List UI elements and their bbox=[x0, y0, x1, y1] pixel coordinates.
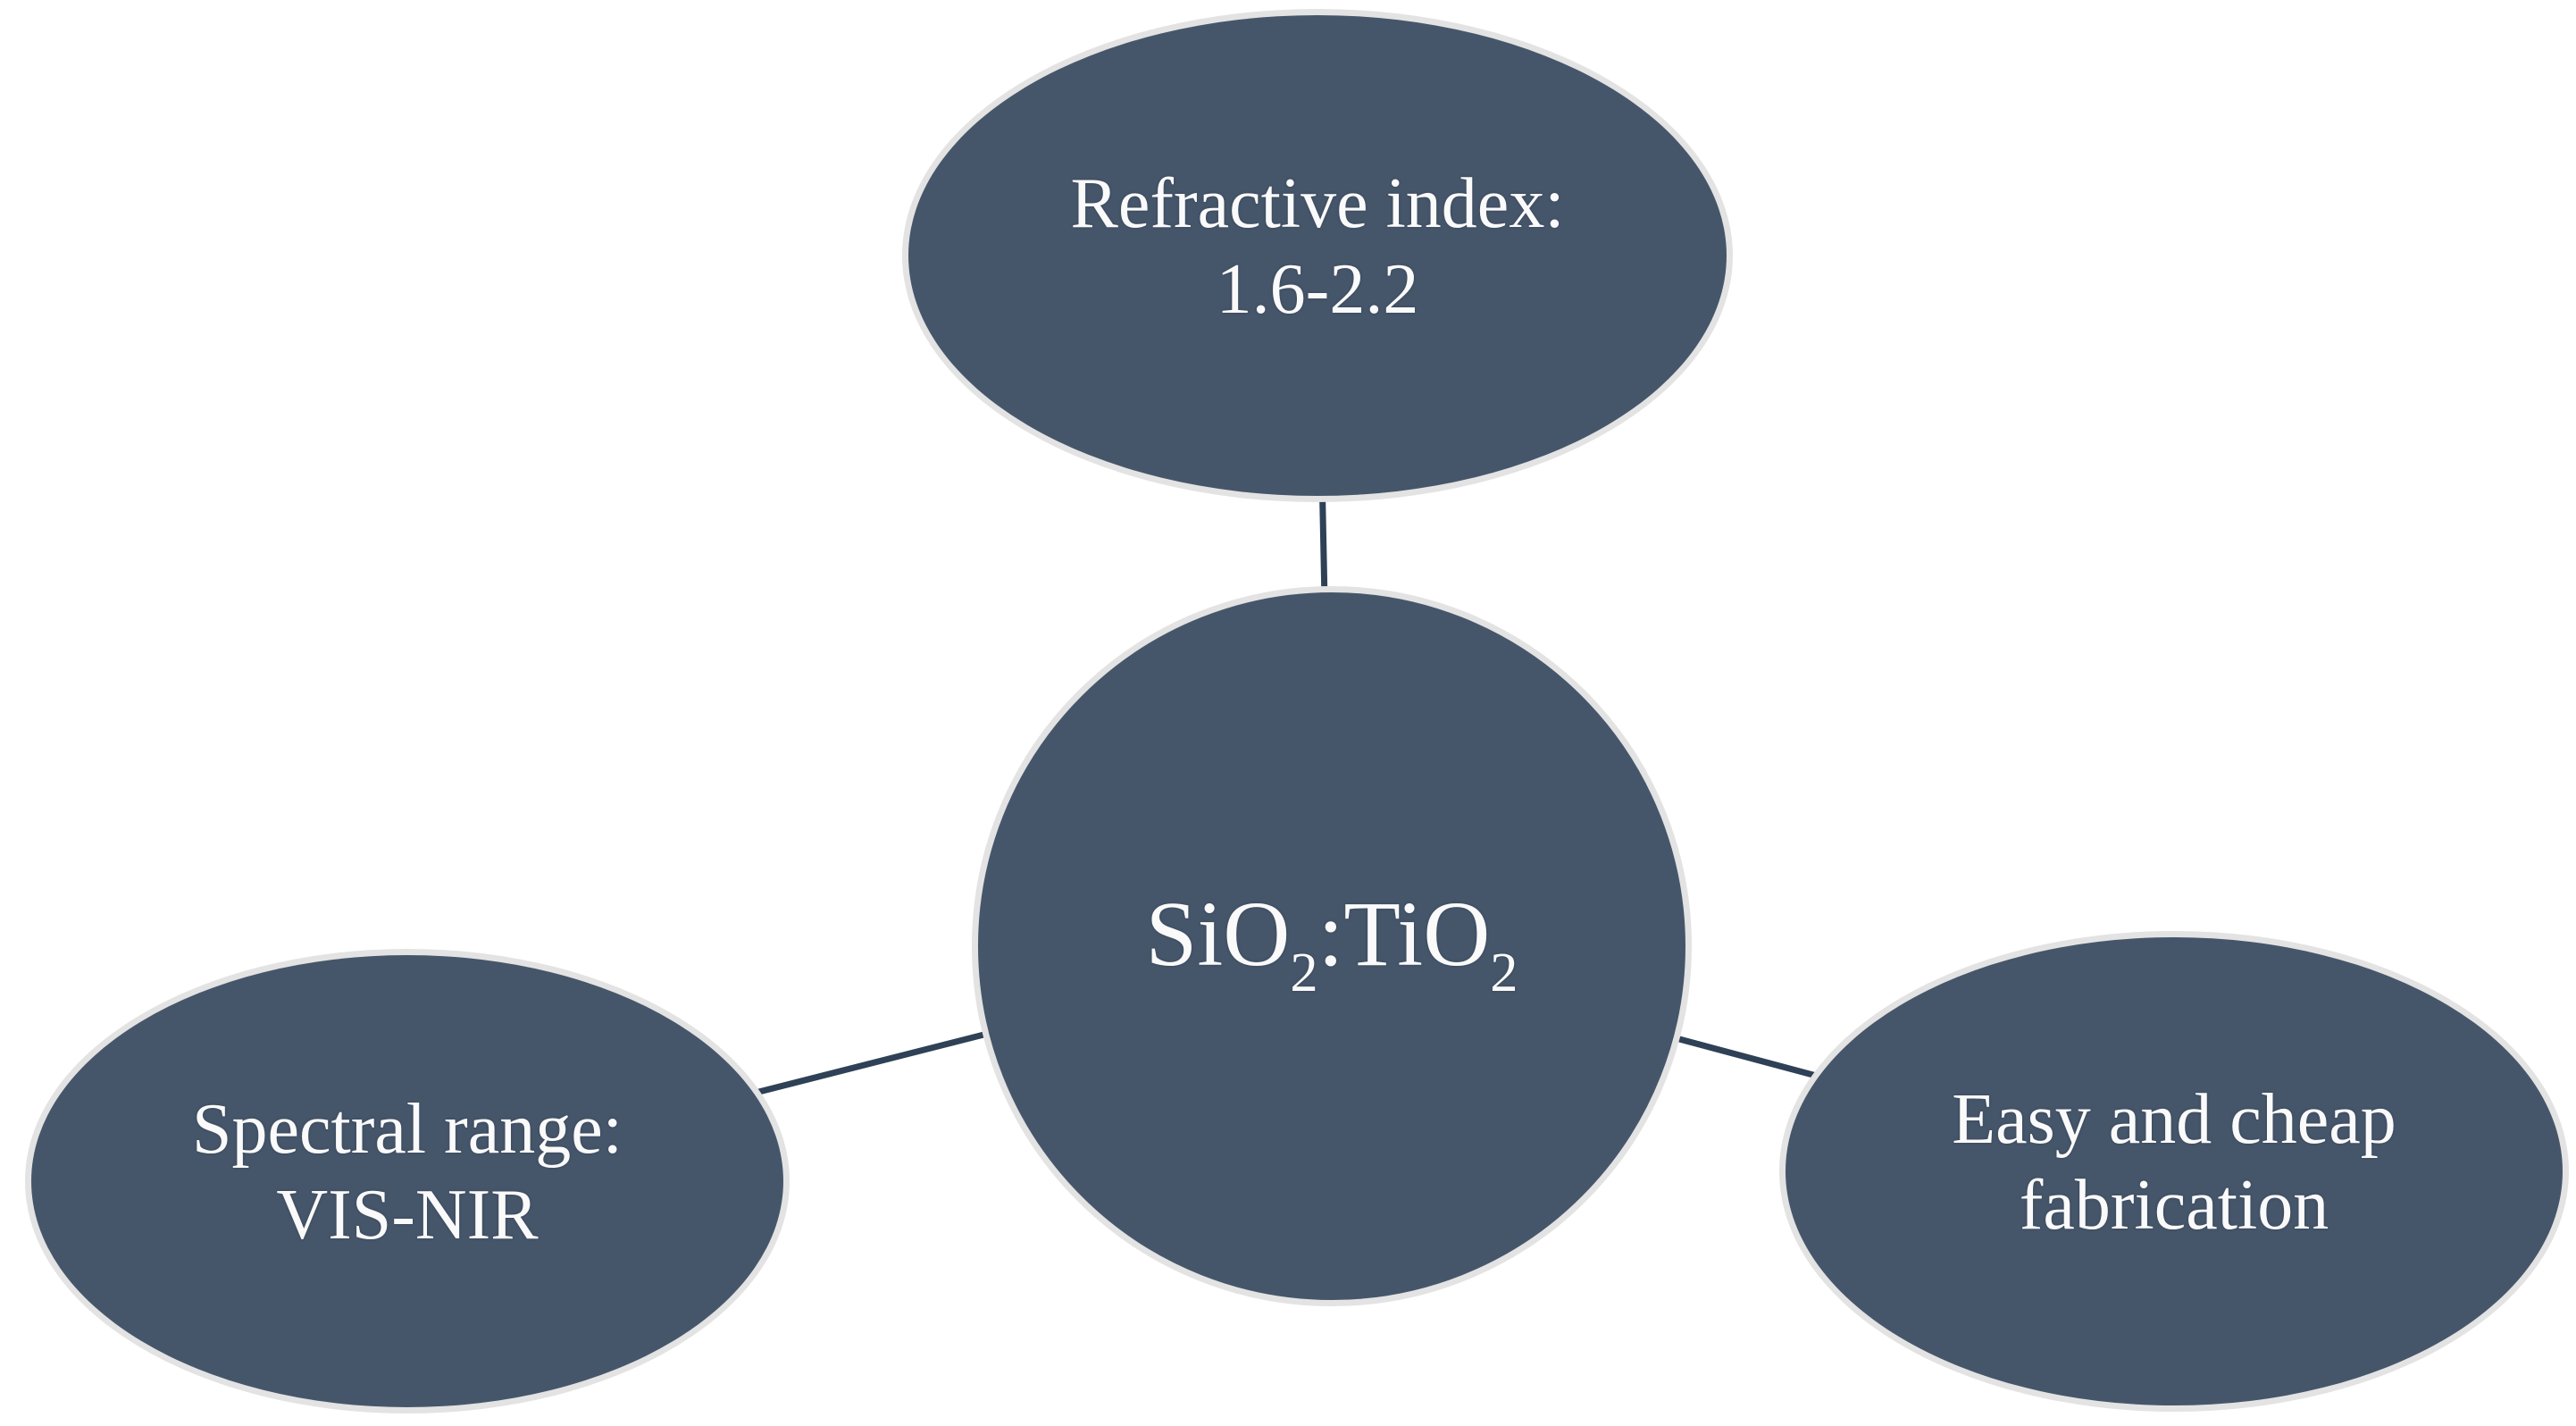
node-refractive-index-line1: Refractive index: bbox=[1070, 164, 1565, 243]
formula-base-sio: SiO bbox=[1145, 882, 1291, 986]
central-material-formula: SiO2:TiO2 bbox=[1145, 881, 1518, 1001]
node-fabrication-label: Easy and cheap fabrication bbox=[1952, 1077, 2396, 1248]
node-refractive-index-label: Refractive index: 1.6-2.2 bbox=[1070, 161, 1564, 332]
node-fabrication: Easy and cheap fabrication bbox=[1779, 931, 2569, 1412]
formula-subscript: 2 bbox=[1490, 941, 1518, 1003]
formula-base-tio: :TiO bbox=[1317, 882, 1491, 986]
node-refractive-index: Refractive index: 1.6-2.2 bbox=[902, 9, 1733, 502]
node-spectral-range: Spectral range: VIS-NIR bbox=[25, 949, 790, 1413]
node-spectral-range-line1: Spectral range: bbox=[192, 1090, 623, 1169]
node-spectral-range-line2: VIS-NIR bbox=[276, 1176, 539, 1254]
node-fabrication-line1: Easy and cheap bbox=[1952, 1080, 2396, 1159]
node-fabrication-line2: fabrication bbox=[2019, 1166, 2329, 1245]
node-spectral-range-label: Spectral range: VIS-NIR bbox=[192, 1086, 623, 1258]
node-refractive-index-line2: 1.6-2.2 bbox=[1216, 250, 1419, 329]
formula-subscript: 2 bbox=[1290, 941, 1318, 1003]
node-central-material: SiO2:TiO2 bbox=[972, 586, 1692, 1306]
